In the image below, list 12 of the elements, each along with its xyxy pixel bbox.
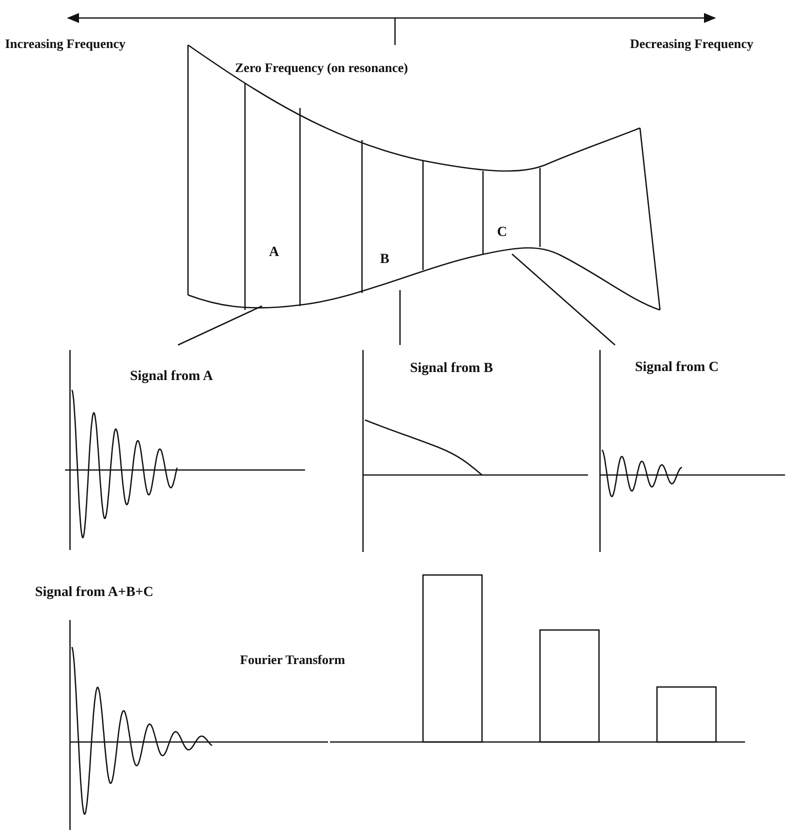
process-label: Fourier Transform	[240, 652, 346, 668]
axis-label: Zero Frequency (on resonance)	[235, 60, 408, 76]
leader-line	[399, 290, 401, 345]
plot-title: Signal from B	[410, 361, 493, 377]
axis-label: Decreasing Frequency	[630, 36, 754, 52]
plot-title: Signal from A+B+C	[35, 585, 154, 601]
axis-label: Increasing Frequency	[5, 36, 126, 52]
leader-line	[178, 305, 262, 346]
region-letter: B	[380, 252, 390, 268]
region-letter: C	[497, 225, 508, 241]
region-letter: A	[269, 245, 280, 261]
leader-line	[512, 254, 616, 346]
